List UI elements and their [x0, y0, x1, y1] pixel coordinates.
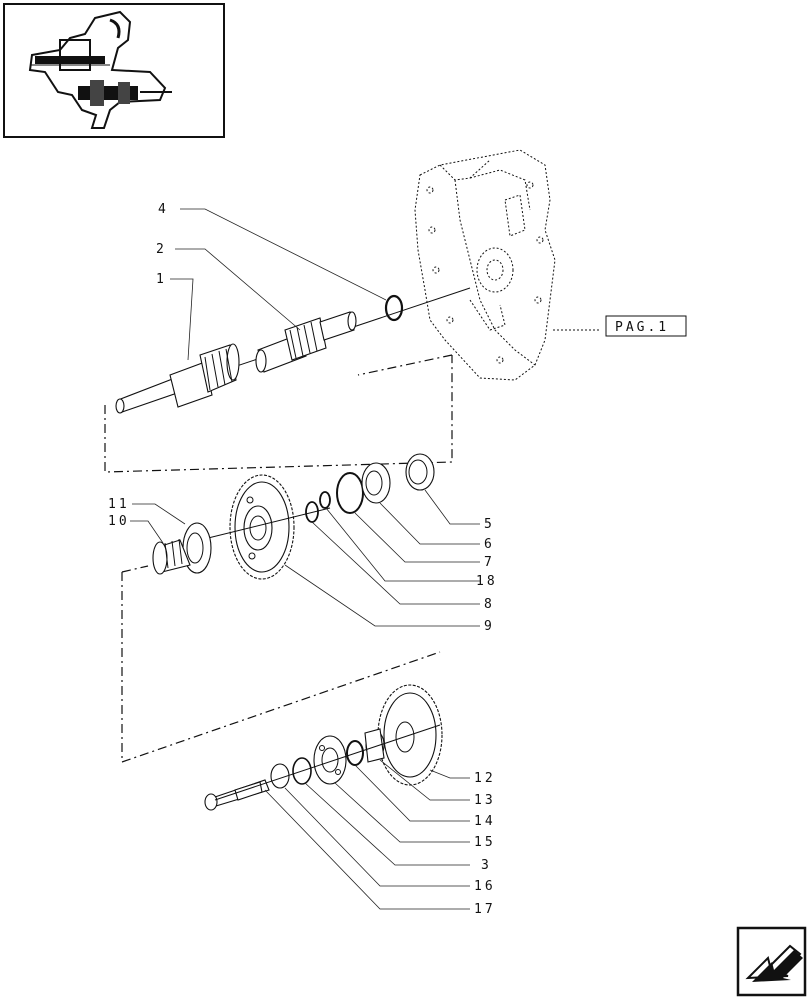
callout-4: 4	[158, 202, 169, 217]
locator-thumbnail[interactable]	[3, 3, 225, 138]
callout-9: 9	[484, 619, 495, 634]
callout-5: 5	[484, 517, 495, 532]
page-reference-link[interactable]: PAG.1	[605, 315, 687, 337]
callout-8: 8	[484, 597, 495, 612]
callout-12: 12	[474, 771, 496, 786]
leader-lines	[130, 208, 480, 910]
main-shaft	[115, 343, 240, 414]
callout-2: 2	[156, 242, 167, 257]
callout-6: 6	[484, 537, 495, 552]
callout-labels: 4 2 1 11 10 5 6 7 18 8 9 12 13 14 15 3 1…	[108, 202, 498, 917]
callout-10: 10	[108, 514, 130, 529]
callout-15: 15	[474, 835, 496, 850]
transmission-locator-icon	[28, 10, 172, 129]
callout-11: 11	[108, 497, 130, 512]
circlips	[305, 491, 331, 523]
page-reference-label: PAG.1	[615, 320, 669, 335]
races-and-bearing-cup	[336, 453, 435, 514]
snap-ring	[384, 294, 404, 322]
large-gear	[229, 474, 295, 580]
bearing-and-small-gear	[152, 522, 212, 575]
callout-13: 13	[474, 793, 496, 808]
callout-7: 7	[484, 555, 495, 570]
callout-3: 3	[481, 858, 492, 873]
callout-1: 1	[156, 272, 167, 287]
callout-18: 18	[476, 574, 498, 589]
callout-14: 14	[474, 814, 496, 829]
next-page-arrow-icon	[745, 944, 803, 982]
splined-shaft	[255, 311, 357, 373]
transmission-housing	[414, 149, 600, 381]
next-page-button[interactable]	[736, 926, 807, 997]
callout-16: 16	[474, 879, 496, 894]
callout-17: 17	[474, 902, 496, 917]
